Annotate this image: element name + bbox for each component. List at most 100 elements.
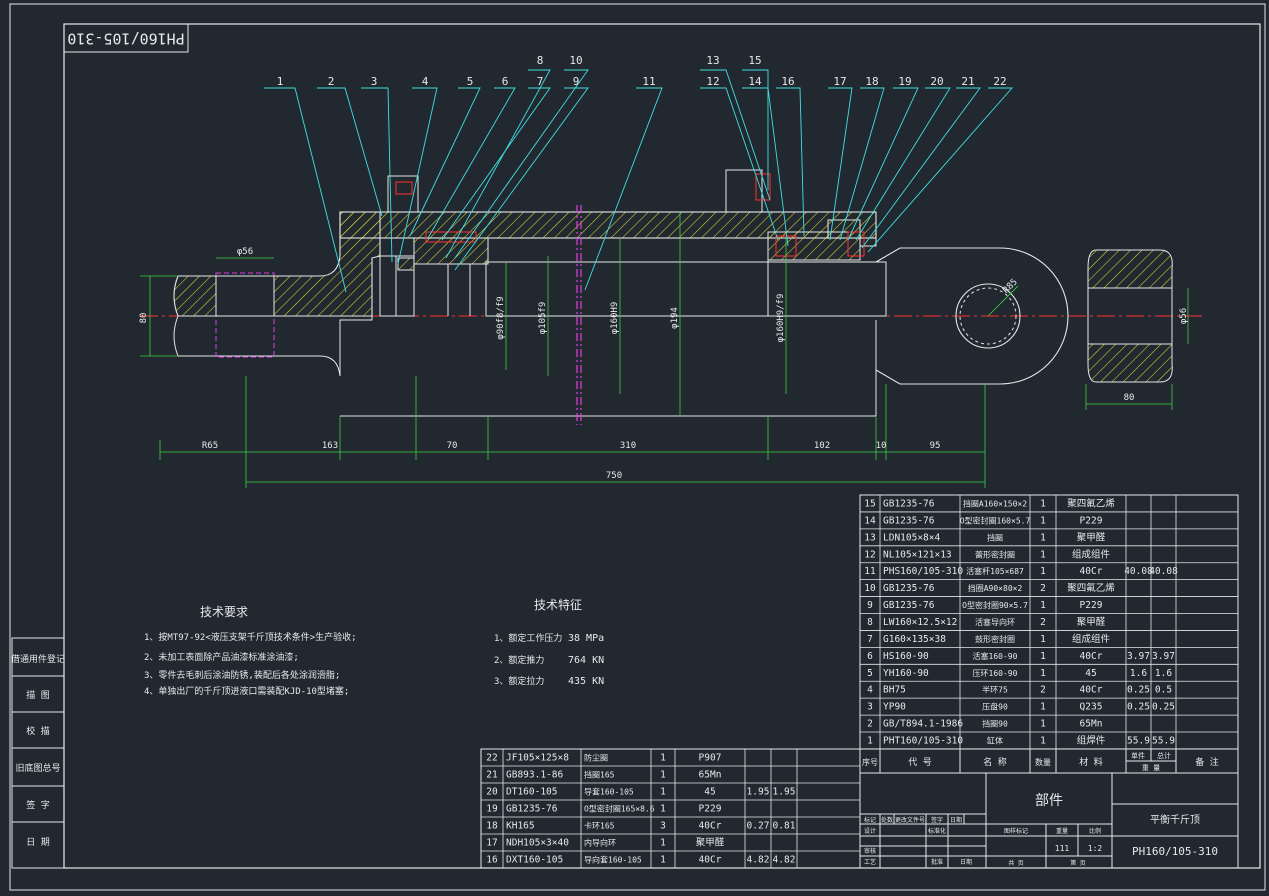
bom-upper-cell: 1 — [1040, 702, 1046, 713]
balloon-3: 3 — [371, 75, 378, 88]
eye-hole — [955, 283, 1021, 349]
bom-upper-cell: 3.97 — [1152, 651, 1175, 662]
side-label: 借通用件登记 — [11, 653, 65, 665]
bom-upper-cell: 1 — [1040, 719, 1046, 730]
oil-port-right — [725, 169, 763, 213]
tb-label: 更改文件号 — [895, 816, 925, 824]
drawing-no-rotated: PH160/105-310 — [67, 30, 184, 48]
bom-lower-cell: 导向套160-105 — [584, 855, 642, 865]
tb-label: 处数 — [881, 816, 893, 824]
bom-h-note: 备 注 — [1195, 756, 1218, 768]
dim-102: 102 — [814, 441, 830, 451]
balloon-6: 6 — [502, 75, 509, 88]
bom-lower-cell: 4.82 — [747, 855, 770, 866]
dim-d160h9f9: φ160H9/f9 — [776, 294, 786, 343]
tech-char-label: 3、额定拉力 — [494, 675, 544, 687]
bom-lower-cell: 卡环165 — [584, 821, 615, 831]
balloon-14: 14 — [748, 75, 762, 88]
bom-upper-cell: 压盘90 — [982, 702, 1008, 712]
bom-upper-cell: 1 — [1040, 651, 1046, 662]
tb-label: 签字 — [931, 816, 943, 824]
bom-upper-cell: HS160-90 — [883, 651, 929, 662]
cylinder-bottom-lower — [173, 315, 373, 377]
tech-char-value: 435 KN — [568, 676, 604, 687]
bom-upper-cell: 缸体 — [987, 736, 1003, 746]
bom-lower-cell: P229 — [699, 804, 722, 815]
bom-upper-cell: O型密封圈160×5.7 — [960, 515, 1031, 525]
dim-d56-left: φ56 — [237, 247, 253, 257]
bom-upper-cell: NL105×121×13 — [883, 549, 952, 560]
bom-lower-cell: 45 — [704, 787, 715, 798]
bom-upper-cell: 55.9 — [1127, 736, 1150, 747]
bom-upper-cell: 1 — [1040, 566, 1046, 577]
balloon-9: 9 — [573, 75, 580, 88]
title-qty: 111 — [1055, 844, 1070, 853]
tb-label: 审核 — [864, 847, 876, 855]
bom-upper-cell: GB1235-76 — [883, 515, 935, 526]
bom-lower-cell: 4.82 — [773, 855, 796, 866]
side-label: 日 期 — [26, 837, 49, 848]
dim-95: 95 — [930, 441, 941, 451]
bom-upper-cell: 1 — [1040, 532, 1046, 543]
bom-lower-cell: 1 — [660, 804, 666, 815]
bom-upper-cell: 1 — [1040, 634, 1046, 645]
bom-lower-cell: 22 — [486, 753, 497, 764]
bom-lower-cell: NDH105×3×40 — [506, 838, 569, 849]
bom-lower-cell: DXT160-105 — [506, 855, 563, 866]
tb-label: 重量 — [1056, 827, 1068, 835]
bom-lower-cell: 18 — [486, 821, 498, 832]
bom-lower-cell: 0.27 — [747, 821, 770, 832]
bom-upper-cell: YP90 — [883, 702, 906, 713]
bom-lower-cell: DT160-105 — [506, 787, 557, 798]
bom-upper-cell: 压环160-90 — [973, 669, 1018, 678]
balloon-20: 20 — [930, 75, 943, 88]
pin-bore — [215, 275, 275, 317]
bom-lower-cell: 16 — [486, 855, 498, 866]
bom-upper-cell: 45 — [1085, 668, 1096, 679]
bom-h-name: 名 称 — [983, 756, 1006, 768]
bom-lower-cell: 1 — [660, 838, 666, 849]
bom-upper-cell: 1 — [1040, 736, 1046, 747]
bom-upper-cell: 11 — [864, 566, 876, 577]
bom-upper-cell: 活塞导向环 — [975, 617, 1015, 627]
bom-upper-cell: 半环75 — [982, 685, 1008, 695]
bom-upper-cell: PHS160/105-310 — [883, 566, 963, 577]
bom-upper-cell: 0.25 — [1127, 685, 1150, 696]
tb-label: 比例 — [1089, 827, 1101, 835]
eye-side-top — [1087, 249, 1173, 289]
balloon-4: 4 — [422, 75, 429, 88]
bom-lower-cell: O型密封圈165×8.6 — [584, 804, 655, 814]
bom-upper-cell: P229 — [1080, 600, 1103, 611]
side-label: 描 图 — [26, 689, 49, 701]
dim-163: 163 — [322, 441, 338, 451]
balloon-18: 18 — [865, 75, 878, 88]
tech-char-title: 技术特征 — [534, 597, 582, 612]
bom-upper-cell: 组焊件 — [1077, 735, 1106, 747]
bom-lower-cell: 40Cr — [699, 821, 722, 832]
balloon-12: 12 — [706, 75, 719, 88]
bom-upper-cell: 组成组件 — [1072, 633, 1111, 645]
bom-lower-cell: 20 — [486, 787, 498, 798]
tb-label: 批准 — [931, 858, 943, 866]
bom-upper-cell: G160×135×38 — [883, 634, 946, 645]
bom-upper-cell: 12 — [864, 549, 875, 560]
tb-label: 图样标记 — [1004, 827, 1028, 835]
dim-10: 10 — [876, 441, 887, 451]
balloon-22: 22 — [993, 75, 1006, 88]
dim-80-left: 80 — [139, 313, 149, 324]
tb-label: 标记 — [864, 816, 876, 824]
bom-upper-cell: 4 — [867, 685, 873, 696]
bom-upper-cell: 1 — [1040, 515, 1046, 526]
tb-label: 共 页 — [1008, 859, 1024, 867]
dimension-texts: φ56 80 φ90f8/f9 φ105f9 φ160H9 φ194 φ160H… — [139, 247, 1189, 481]
bom-upper-cell: 组成组件 — [1072, 548, 1111, 560]
guide-sleeve — [767, 231, 861, 261]
tech-req-title: 技术要求 — [200, 605, 248, 619]
dim-r85: R85 — [1001, 277, 1020, 296]
tech-char-label: 1、额定工作压力 — [494, 632, 562, 644]
bom-upper-cell: PHT160/105-310 — [883, 736, 963, 747]
dim-r65: R65 — [202, 441, 218, 451]
